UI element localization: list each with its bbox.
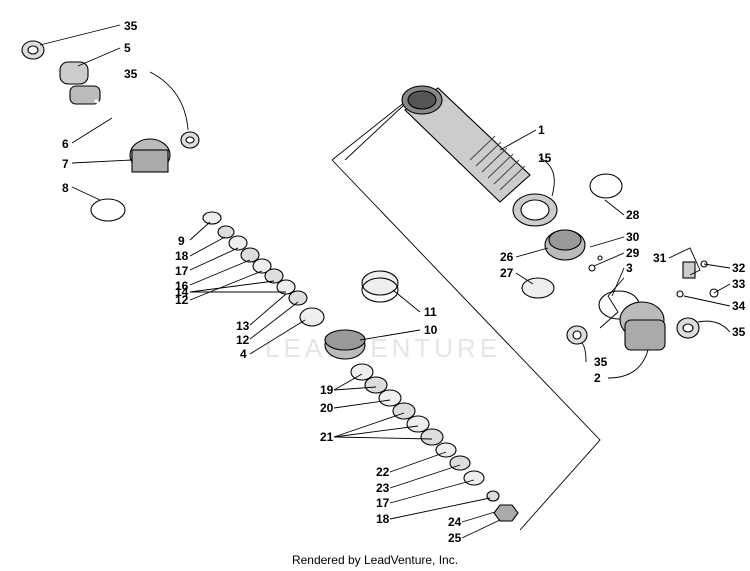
reservoir-end-cap bbox=[619, 301, 666, 351]
callout-7: 7 bbox=[62, 157, 69, 171]
air-valve bbox=[676, 260, 719, 298]
piston bbox=[324, 329, 366, 360]
callout-33: 33 bbox=[732, 277, 746, 291]
callout-1: 1 bbox=[538, 123, 545, 137]
callout-13: 13 bbox=[236, 319, 250, 333]
top-bushing-right bbox=[180, 131, 200, 149]
spring-collar bbox=[512, 193, 558, 227]
callout-18-a: 18 bbox=[175, 249, 189, 263]
callout-14: 14 bbox=[175, 285, 189, 299]
callout-32: 32 bbox=[732, 261, 746, 275]
callout-3: 3 bbox=[626, 261, 633, 275]
callout-22: 22 bbox=[376, 465, 390, 479]
rod-eye-bushing bbox=[21, 40, 45, 60]
callout-30: 30 bbox=[626, 230, 640, 244]
callout-27: 27 bbox=[500, 266, 514, 280]
watermark-text: LEADVENTURE bbox=[265, 333, 502, 363]
small-pin bbox=[597, 255, 603, 261]
callout-15: 15 bbox=[538, 151, 552, 165]
callout-5: 5 bbox=[124, 41, 131, 55]
footer-credit: Rendered by LeadVenture, Inc. bbox=[291, 553, 459, 567]
callout-35-a: 35 bbox=[124, 19, 138, 33]
callout-19: 19 bbox=[320, 383, 334, 397]
lower-bushing-left bbox=[566, 325, 588, 345]
bearing-cap bbox=[544, 229, 586, 261]
callout-23: 23 bbox=[376, 481, 390, 495]
retaining-clip bbox=[521, 277, 555, 299]
callout-18-b: 18 bbox=[376, 512, 390, 526]
piston-band bbox=[361, 270, 399, 303]
callout-11: 11 bbox=[424, 305, 437, 319]
callout-25: 25 bbox=[448, 531, 462, 545]
callout-9: 9 bbox=[178, 234, 185, 248]
lower-bushing-right bbox=[676, 317, 700, 339]
callout-29: 29 bbox=[626, 246, 640, 260]
callout-34: 34 bbox=[732, 299, 746, 313]
callout-6: 6 bbox=[62, 137, 69, 151]
callout-17-b: 17 bbox=[376, 496, 390, 510]
shim-stack bbox=[202, 211, 325, 327]
nut bbox=[493, 504, 519, 522]
callout-35-c: 35 bbox=[732, 325, 746, 339]
o-ring bbox=[90, 198, 126, 222]
seal-ring bbox=[589, 173, 623, 199]
callout-2: 2 bbox=[594, 371, 601, 385]
callout-26: 26 bbox=[500, 250, 514, 264]
callout-16: 16 bbox=[175, 279, 189, 293]
callout-24: 24 bbox=[448, 515, 462, 529]
body-tube bbox=[401, 85, 531, 203]
callout-12-a: 12 bbox=[175, 293, 189, 307]
callout-17-a: 17 bbox=[175, 264, 189, 278]
callout-10: 10 bbox=[424, 323, 438, 337]
shaft-eye-housing bbox=[129, 138, 171, 173]
callout-4: 4 bbox=[240, 347, 247, 361]
callout-35-d: 35 bbox=[594, 355, 608, 369]
callout-20: 20 bbox=[320, 401, 334, 415]
small-ball bbox=[588, 264, 596, 272]
callout-35-b: 35 bbox=[124, 67, 138, 81]
callout-21: 21 bbox=[320, 430, 334, 444]
rebound-shim-stack bbox=[350, 363, 500, 502]
callout-31: 31 bbox=[653, 251, 667, 265]
rod-eye bbox=[59, 61, 101, 105]
leader-lines bbox=[39, 24, 731, 539]
callout-8: 8 bbox=[62, 181, 69, 195]
callout-12-b: 12 bbox=[236, 333, 250, 347]
callout-labels: 35 5 35 6 7 8 9 18 17 16 12 14 13 12 4 1… bbox=[62, 19, 746, 545]
callout-28: 28 bbox=[626, 208, 640, 222]
